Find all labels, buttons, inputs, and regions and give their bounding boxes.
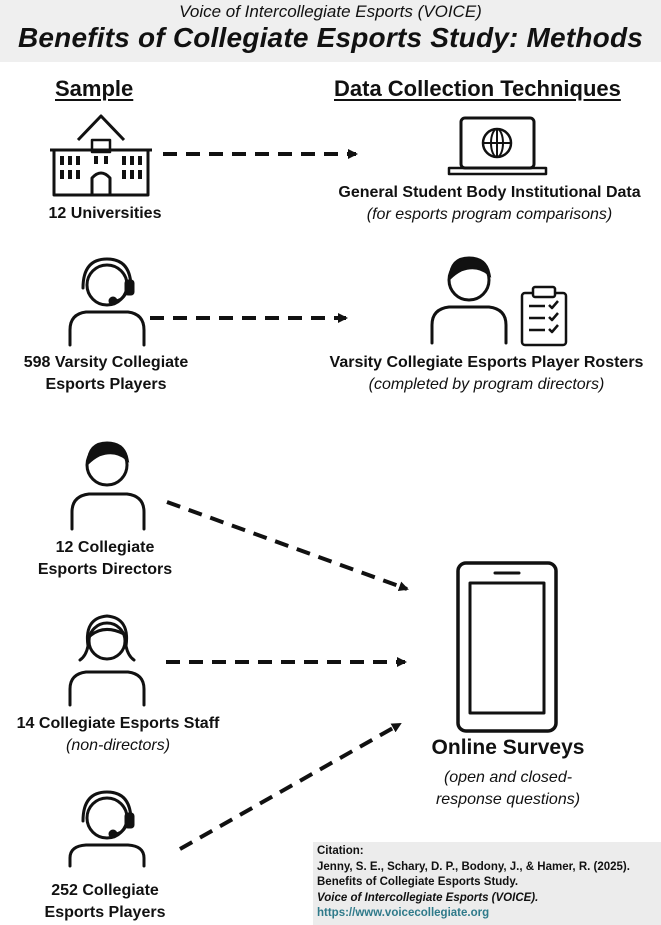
techniques-column-heading: Data Collection Techniques [334,76,621,101]
technique-rosters-label: Varsity Collegiate Esports Player Roster… [329,354,644,371]
sample-varsity-label-line2: Esports Players [45,376,167,393]
arrow-directors-to-surveys [166,500,409,591]
arrow-players-to-surveys [179,722,402,851]
sample-varsity-label-line1: 598 Varsity Collegiate [23,354,189,371]
headset-person-icon [68,790,146,868]
person-icon [70,441,146,531]
laptop-globe-icon [447,116,548,176]
header-band: Voice of Intercollegiate Esports (VOICE)… [0,0,661,62]
citation-authors: Jenny, S. E., Schary, D. P., Bodony, J.,… [317,860,630,873]
header-subtitle: Voice of Intercollegiate Esports (VOICE) [179,2,482,21]
technique-surveys-note-line2: response questions) [435,791,581,808]
person-icon [430,256,508,345]
citation-publisher: Voice of Intercollegiate Esports (VOICE)… [317,891,539,904]
citation-url-link[interactable]: https://www.voicecollegiate.org [317,907,490,919]
citation-study-title: Benefits of Collegiate Esports Study. [317,876,519,888]
page-title: Benefits of Collegiate Esports Study: Me… [17,22,644,53]
sample-universities-label: 12 Universities [48,205,162,222]
technique-rosters-note: (completed by program directors) [368,376,605,393]
university-building-icon [50,114,152,197]
sample-directors-label-line1: 12 Collegiate [55,539,155,556]
citation-heading: Citation: [317,845,364,857]
technique-institutional-label: General Student Body Institutional Data [338,184,641,201]
clipboard-checklist-icon [520,285,568,347]
technique-surveys-label: Online Surveys [431,736,585,759]
citation-box: Citation: Jenny, S. E., Schary, D. P., B… [313,842,661,925]
sample-staff-note: (non-directors) [65,737,171,754]
sample-players-label-line2: Esports Players [44,904,166,921]
smartphone-icon [456,561,558,733]
sample-players-label-line1: 252 Collegiate [51,882,159,899]
technique-surveys-note-line1: (open and closed- [443,769,573,786]
person-female-icon [68,614,146,707]
technique-institutional-note: (for esports program comparisons) [366,206,613,223]
headset-person-icon [68,257,146,347]
sample-staff-label: 14 Collegiate Esports Staff [16,715,220,732]
sample-column-heading: Sample [55,76,134,101]
sample-directors-label-line2: Esports Directors [37,561,173,578]
